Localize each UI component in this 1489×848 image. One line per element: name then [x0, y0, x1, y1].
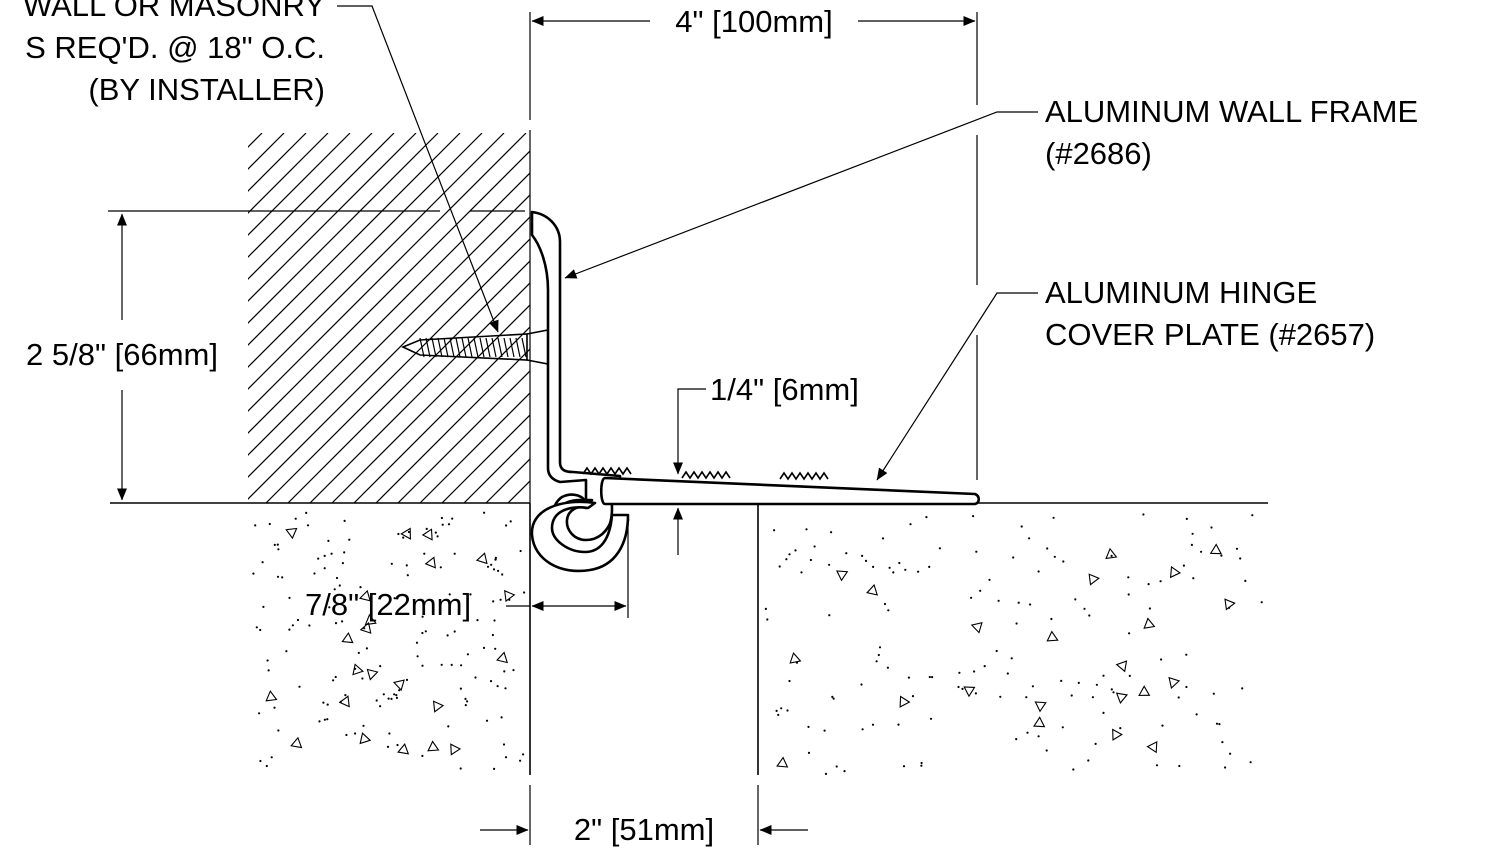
dim-hinge-width-text: 7/8" [22mm]: [305, 587, 471, 622]
hinge-cover-label-line2: COVER PLATE (#2657): [1045, 317, 1375, 352]
wall-frame-label-line2: (#2686): [1045, 136, 1152, 171]
wall-frame-label-line1: ALUMINUM WALL FRAME: [1045, 94, 1418, 129]
dim-wall-height-text: 2 5/8" [66mm]: [26, 337, 218, 372]
anchor-label-line1: WALL OR MASONRY: [23, 0, 325, 23]
callout-wall-frame: ALUMINUM WALL FRAME (#2686): [564, 94, 1418, 279]
anchor-label-line2: S REQ'D. @ 18" O.C.: [25, 30, 325, 65]
wall-hatch: [248, 130, 531, 503]
screw-anchor-icon: [401, 329, 549, 365]
callout-anchor: WALL OR MASONRY S REQ'D. @ 18" O.C. (BY …: [23, 0, 499, 333]
dimension-overall-width: 4" [100mm]: [529, 4, 978, 480]
concrete-slab-right: [612, 502, 1268, 776]
dim-plate-thickness-text: 1/4" [6mm]: [710, 372, 859, 407]
dim-overall-width-text: 4" [100mm]: [675, 4, 832, 39]
dimension-hinge-width: 7/8" [22mm]: [305, 522, 629, 622]
callout-hinge-cover: ALUMINUM HINGE COVER PLATE (#2657): [876, 275, 1375, 481]
dim-joint-width-text: 2" [51mm]: [574, 812, 714, 847]
hinge-cover-label-line1: ALUMINUM HINGE: [1045, 275, 1317, 310]
dimension-joint-width: 2" [51mm]: [480, 785, 808, 847]
anchor-label-line3: (BY INSTALLER): [88, 72, 325, 107]
dimension-wall-height: 2 5/8" [66mm]: [26, 210, 525, 501]
plate-serrations: [582, 466, 829, 481]
hinge-loop-outer: [530, 500, 630, 573]
dimension-plate-thickness: 1/4" [6mm]: [673, 372, 859, 555]
aluminum-hinge-cover-plate: [599, 476, 981, 506]
concrete-slab-left: [110, 502, 531, 775]
